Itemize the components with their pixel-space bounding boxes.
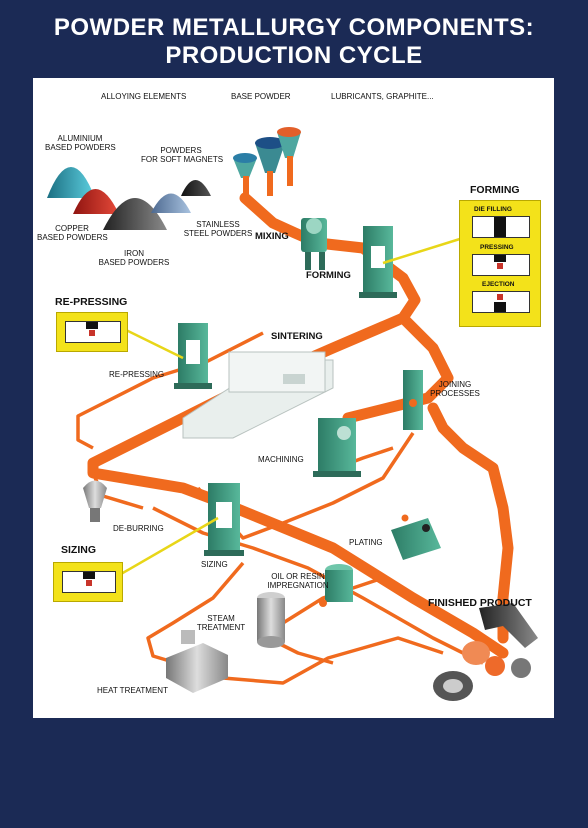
callout-connectors bbox=[120, 236, 464, 576]
re-pressing-callout-box bbox=[56, 312, 128, 352]
forming-label: FORMING bbox=[306, 270, 351, 281]
sizing-icon bbox=[62, 571, 116, 593]
heat-treatment-label: HEAT TREATMENT bbox=[97, 686, 168, 695]
flow-diagram bbox=[47, 127, 538, 701]
steam-treatment-vessel bbox=[257, 592, 285, 648]
machining-machine bbox=[313, 418, 361, 477]
mixing-label: MIXING bbox=[255, 231, 289, 242]
heat-treatment-furnace bbox=[166, 630, 228, 693]
alloying-elements-label: ALLOYING ELEMENTS bbox=[101, 92, 187, 101]
diagram-panel: ALLOYING ELEMENTS BASE POWDER LUBRICANTS… bbox=[33, 78, 554, 718]
title-line-2: PRODUCTION CYCLE bbox=[165, 42, 423, 69]
pressing-step-label: PRESSING bbox=[480, 244, 514, 251]
die-filling-icon bbox=[472, 216, 530, 238]
de-burring-machine bbox=[83, 480, 107, 522]
forming-press bbox=[359, 226, 397, 298]
finished-product-label: FINISHED PRODUCT bbox=[428, 597, 532, 609]
sintering-furnace bbox=[182, 351, 334, 439]
input-hoppers bbox=[233, 127, 301, 196]
re-pressing-label: RE-PRESSING bbox=[109, 370, 165, 379]
re-pressing-press bbox=[174, 323, 212, 389]
sizing-press bbox=[204, 483, 244, 556]
powder-cones bbox=[47, 167, 211, 230]
impregnation-machine bbox=[319, 564, 353, 607]
pressing-icon bbox=[472, 254, 530, 276]
sizing-label: SIZING bbox=[201, 560, 228, 569]
sizing-callout-title: SIZING bbox=[61, 544, 97, 556]
joining-machine bbox=[403, 370, 423, 430]
base-powder-label: BASE POWDER bbox=[231, 92, 291, 101]
ejection-icon bbox=[472, 291, 530, 313]
plating-tank bbox=[391, 514, 441, 560]
forming-callout-title: FORMING bbox=[470, 184, 520, 196]
die-filling-label: DIE FILLING bbox=[474, 206, 512, 213]
mixer-machine bbox=[301, 218, 327, 270]
title-line-1: POWDER METALLURGY COMPONENTS: bbox=[53, 14, 535, 41]
sintering-label: SINTERING bbox=[271, 331, 323, 342]
lubricants-label: LUBRICANTS, GRAPHITE... bbox=[331, 92, 434, 101]
sizing-callout-box bbox=[53, 562, 123, 602]
plating-label: PLATING bbox=[349, 538, 383, 547]
forming-callout-box: DIE FILLING PRESSING EJECTION bbox=[459, 200, 541, 327]
re-pressing-callout-title: RE-PRESSING bbox=[55, 296, 128, 308]
de-burring-label: DE-BURRING bbox=[113, 524, 164, 533]
re-pressing-icon bbox=[65, 321, 121, 343]
finished-product-parts bbox=[433, 603, 538, 701]
machining-label: MACHINING bbox=[258, 455, 304, 464]
ejection-step-label: EJECTION bbox=[482, 281, 515, 288]
